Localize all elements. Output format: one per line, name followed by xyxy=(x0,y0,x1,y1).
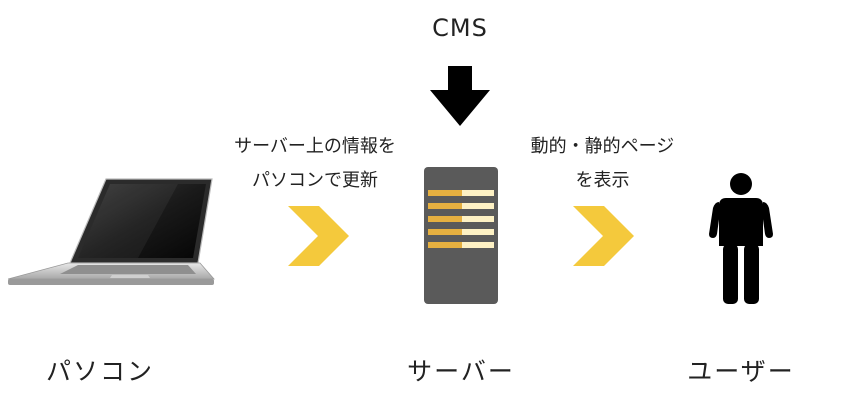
display-caption-line2: を表示 xyxy=(575,170,630,191)
laptop-icon xyxy=(8,178,215,285)
cms-label: CMS xyxy=(432,14,488,42)
update-caption-line1: サーバー上の情報を xyxy=(234,136,396,157)
display-caption: 動的・静的ページ を表示 xyxy=(505,130,700,198)
server-label: サーバー xyxy=(407,357,515,386)
server-icon xyxy=(424,167,498,304)
user-label: ユーザー xyxy=(687,357,795,386)
pc-label: パソコン xyxy=(45,357,154,386)
chevron-right-icon xyxy=(288,206,349,266)
update-caption-line2: パソコンで更新 xyxy=(252,170,378,191)
update-caption: サーバー上の情報を パソコンで更新 xyxy=(210,130,420,198)
server-stripes xyxy=(428,190,494,248)
person-icon xyxy=(709,173,773,304)
chevron-right-icon xyxy=(573,206,634,266)
down-arrow-icon xyxy=(430,66,490,126)
display-caption-line1: 動的・静的ページ xyxy=(530,136,675,157)
